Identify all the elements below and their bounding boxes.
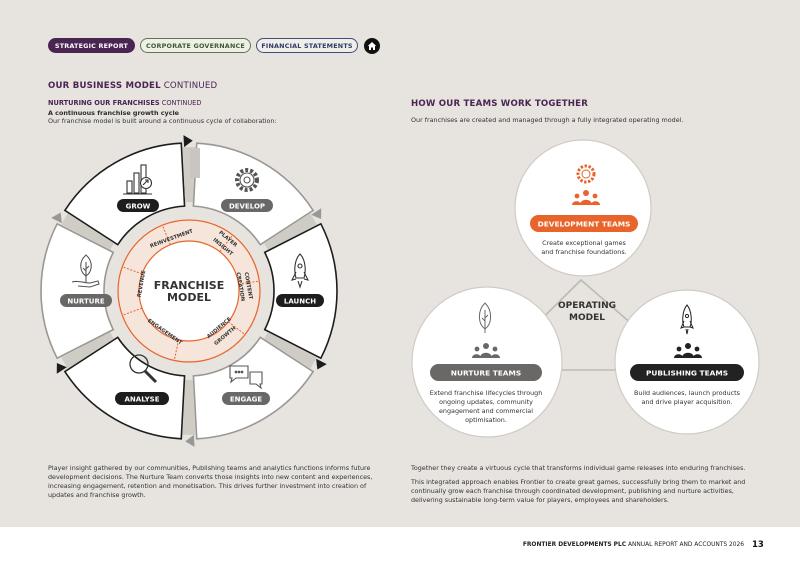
teams-intro: Our franchises are created and managed t… [411, 116, 684, 124]
svg-text:DEVELOPMENT TEAMS: DEVELOPMENT TEAMS [538, 220, 631, 229]
ring-divider [219, 234, 234, 252]
publishing-teams-node: PUBLISHING TEAMS Build audiences, launch… [614, 289, 760, 435]
connector-nurture [61, 213, 114, 250]
nav-strategic-report[interactable]: STRATEGIC REPORT [48, 38, 135, 53]
franchise-growth-diagram: FRANCHISE MODEL REINVESTMENT PLAYER INSI… [40, 135, 338, 447]
ring-divider [122, 307, 143, 316]
segment-engage [192, 336, 315, 440]
ring-divider [122, 266, 143, 275]
segment-analyse [63, 336, 186, 440]
svg-text:NURTURE TEAMS: NURTURE TEAMS [451, 369, 521, 378]
nurturing-subheading: NURTURING OUR FRANCHISES CONTINUED [48, 99, 202, 107]
connector-develop [264, 213, 317, 250]
svg-text:ENGAGE: ENGAGE [230, 396, 263, 404]
svg-text:LAUNCH: LAUNCH [284, 298, 316, 306]
launch-rocket-icon [290, 253, 310, 289]
svg-text:Create exceptional games: Create exceptional games [542, 239, 626, 247]
stage-develop: DEVELOP [221, 199, 273, 212]
svg-text:optimisation.: optimisation. [465, 416, 507, 424]
operating-model-diagram: OPERATING MODEL DEVELOPMENT TEAMS Create… [411, 139, 760, 438]
segment-launch [263, 222, 338, 360]
segment-develop [192, 142, 315, 246]
home-button[interactable] [364, 38, 380, 54]
nurture-leaf-icon [478, 302, 492, 333]
ring-creation: CREATION [234, 272, 245, 302]
stage-launch: LAUNCH [276, 294, 324, 307]
cycle-intro: Our franchise model is built around a co… [48, 117, 277, 125]
dev-team-icon [572, 190, 600, 205]
nurture-team-icon [472, 343, 500, 358]
teams-body-2: This integrated approach enables Frontie… [411, 478, 746, 504]
ring-divider [161, 224, 171, 245]
svg-text:Extend franchise lifecycles th: Extend franchise lifecycles through [430, 389, 543, 397]
development-teams-node: DEVELOPMENT TEAMS Create exceptional gam… [514, 139, 652, 277]
ring-content: CONTENT [243, 272, 254, 301]
operating-label-2: MODEL [569, 313, 605, 323]
cycle-subtitle: A continuous franchise growth cycle [48, 109, 180, 117]
ring-divider [238, 280, 260, 285]
connector-analyse [61, 332, 114, 369]
stage-nurture: NURTURE [60, 294, 112, 307]
stage-grow: GROW [117, 199, 159, 212]
analyse-magnifier-icon [129, 354, 158, 384]
dev-gear-icon [576, 164, 596, 184]
footer-report-title: FRONTIER DEVELOPMENTS PLC ANNUAL REPORT … [522, 542, 744, 548]
nav-financial-statements[interactable]: FINANCIAL STATEMENTS [256, 38, 358, 53]
franchise-label-1: FRANCHISE [154, 279, 225, 292]
franchise-core [138, 240, 240, 342]
ring-divider [228, 321, 246, 336]
svg-text:Build audiences, launch produc: Build audiences, launch products [634, 389, 741, 397]
stage-engage: ENGAGE [222, 392, 270, 405]
nav-corporate-governance[interactable]: CORPORATE GOVERNANCE [140, 38, 251, 53]
svg-text:and franchise foundations.: and franchise foundations. [541, 248, 626, 256]
arrow-engage [185, 434, 195, 447]
connector-engage [182, 379, 196, 435]
engage-chat-icon [229, 365, 263, 390]
segment-nurture [40, 222, 115, 360]
business-model-heading: OUR BUSINESS MODEL CONTINUED [48, 81, 218, 91]
arrow-grow [183, 135, 193, 148]
nurture-plant-icon [71, 254, 100, 288]
page-footer [0, 527, 800, 565]
publish-team-icon [674, 343, 702, 358]
svg-text:NURTURE: NURTURE [67, 298, 104, 306]
nurture-teams-node: NURTURE TEAMS Extend franchise lifecycle… [411, 286, 563, 438]
teams-body-1: Together they create a virtuous cycle th… [411, 464, 746, 472]
svg-text:ongoing updates, community: ongoing updates, community [439, 398, 533, 406]
grow-chart-icon [123, 164, 153, 195]
franchise-label-2: MODEL [167, 291, 211, 304]
business-model-body: Player insight gathered by our communiti… [48, 464, 373, 499]
svg-text:GROW: GROW [126, 203, 151, 211]
ring-divider [173, 339, 180, 361]
svg-text:and drive player acquisition.: and drive player acquisition. [641, 398, 732, 406]
ring-revenue: REVENUE [137, 269, 148, 297]
svg-text:ANALYSE: ANALYSE [125, 396, 160, 404]
page-number: 13 [752, 540, 764, 550]
home-icon [367, 42, 377, 50]
operating-label-1: OPERATING [558, 301, 616, 311]
arrow-launch [316, 358, 327, 370]
publish-rocket-icon [680, 304, 694, 335]
svg-text:engagement and commercial: engagement and commercial [439, 407, 533, 415]
develop-gear-icon [235, 168, 259, 192]
svg-text:DEVELOP: DEVELOP [229, 203, 265, 211]
connector-launch [264, 332, 317, 369]
stage-analyse: ANALYSE [115, 392, 169, 405]
arrow-analyse [56, 362, 67, 374]
arrow-nurture [51, 212, 62, 224]
arrow-develop [311, 208, 322, 220]
teams-heading: HOW OUR TEAMS WORK TOGETHER [411, 99, 589, 109]
svg-text:PUBLISHING TEAMS: PUBLISHING TEAMS [646, 369, 728, 378]
